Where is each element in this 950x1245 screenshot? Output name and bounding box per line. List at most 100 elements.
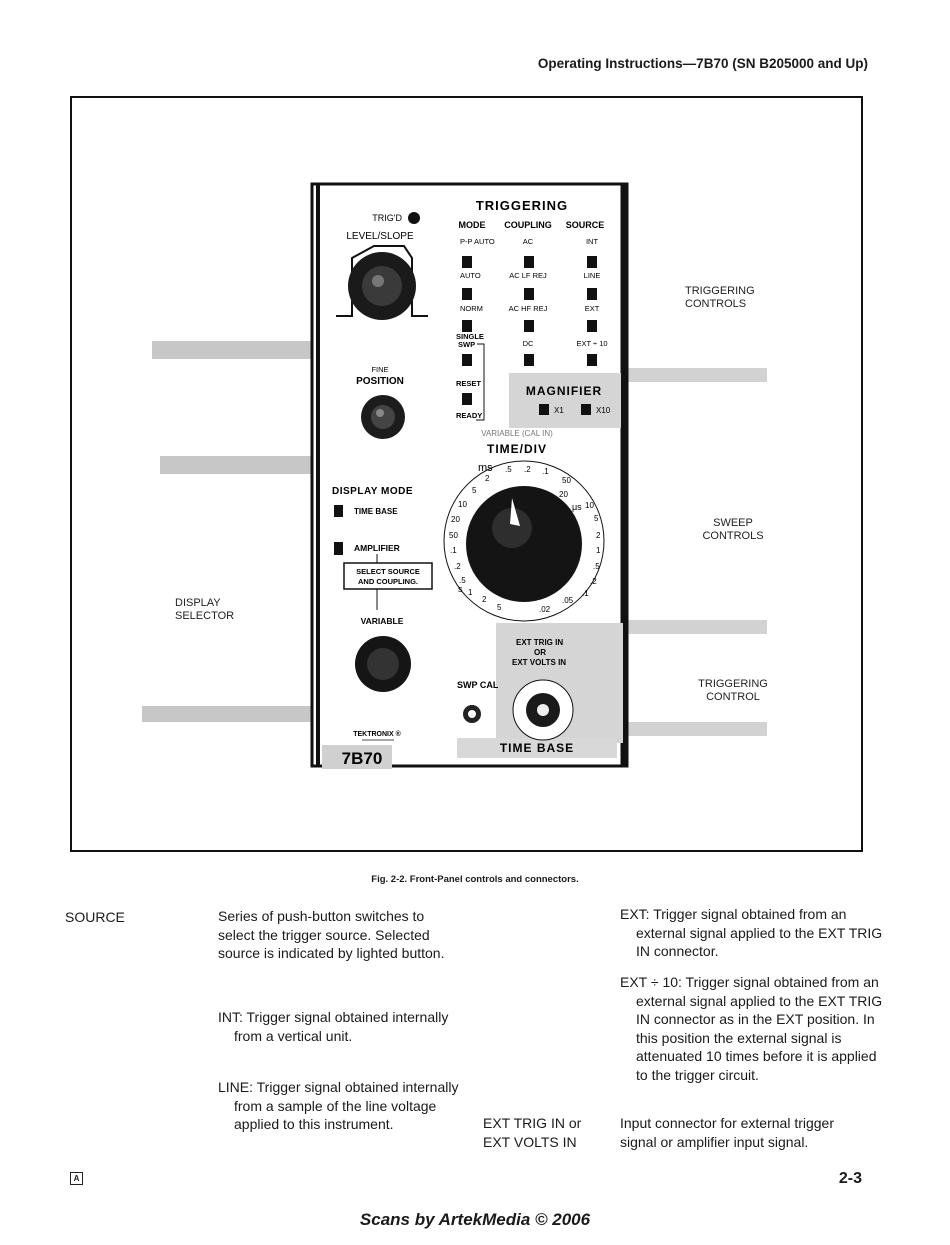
dial-bottom-3: .05 [562, 596, 574, 605]
dial-left-0: 2 [485, 474, 490, 483]
ac-label: AC [523, 237, 534, 246]
callout-triggering-controls-1: TRIGGERING [685, 285, 755, 297]
source-description: Series of push-button switches to select… [218, 908, 445, 961]
dial-top-2: .1 [542, 467, 549, 476]
auto-label: AUTO [460, 271, 481, 280]
ext-label: EXT [585, 304, 600, 313]
x1-label: X1 [554, 406, 564, 415]
dial-right-1: 20 [559, 490, 568, 499]
dial-bottom-1: 5 [497, 603, 502, 612]
time-div-scale [443, 460, 605, 622]
page-number: 2-3 [838, 1170, 862, 1187]
dial-left-4: 50 [449, 531, 458, 540]
mode-label: MODE [459, 220, 486, 230]
dial-left-8: 1 [468, 588, 473, 597]
time-div-label: TIME/DIV [487, 442, 547, 456]
callout-display-1: DISPLAY [175, 597, 221, 609]
ac-hf-rej-label: AC HF REJ [509, 304, 548, 313]
swp-cal-label: SWP CAL [457, 680, 499, 690]
line-button[interactable] [587, 288, 597, 300]
front-panel-illustration: TRIGGERING TRIG'D LEVEL/SLOPE MODE COUPL… [142, 182, 768, 769]
ext-button[interactable] [587, 320, 597, 332]
callout-display-2: SELECTOR [175, 610, 234, 622]
or-label: OR [534, 648, 546, 657]
ac-lf-rej-button[interactable] [524, 288, 534, 300]
x10-button[interactable] [581, 404, 591, 415]
ext-trig-term: EXT TRIG IN or EXT VOLTS IN [483, 1114, 581, 1151]
page-header: Operating Instructions—7B70 (SN B205000 … [537, 56, 868, 71]
time-base-label: TIME BASE [500, 741, 574, 755]
single-swp-button[interactable] [462, 354, 472, 366]
int-description: INT: Trigger signal obtained internally … [218, 1009, 449, 1044]
scan-credit: Scans by ArtekMedia © 2006 [359, 1210, 591, 1229]
ext-trig-description: Input connector for external trigger sig… [620, 1115, 835, 1150]
triggering-title: TRIGGERING [476, 198, 568, 213]
callout-trig-control-2: CONTROL [706, 691, 760, 703]
source-term: SOURCE [65, 909, 125, 925]
leader-band [612, 368, 767, 382]
coupling-label: COUPLING [504, 220, 552, 230]
swp-label: SWP [458, 340, 475, 349]
magnifier-panel [509, 373, 621, 428]
x1-button[interactable] [539, 404, 549, 415]
ready-label: READY [456, 411, 482, 420]
ms-label: ms [478, 462, 493, 474]
ext10-label: EXT ÷ 10 [576, 339, 607, 348]
display-mode-label: DISPLAY MODE [332, 486, 413, 497]
callout-trig-control-1: TRIGGERING [698, 678, 768, 690]
single-label: SINGLE [456, 332, 484, 341]
ac-hf-rej-button[interactable] [524, 320, 534, 332]
s-label: s [458, 584, 463, 594]
dial-right-5: 1 [596, 546, 601, 555]
dial-left-6: .2 [454, 562, 461, 571]
us-label: μs [572, 502, 582, 512]
corner-mark: A [70, 1172, 83, 1185]
dial-right-3: 5 [594, 514, 599, 523]
ac-button[interactable] [524, 256, 534, 268]
line-description: LINE: Trigger signal obtained internally… [218, 1079, 459, 1132]
norm-button[interactable] [462, 320, 472, 332]
reset-button[interactable] [462, 393, 472, 405]
dial-left-5: .1 [450, 546, 457, 555]
position-label: POSITION [356, 376, 404, 387]
dial-scale-labels: 2 5 10 20 50 .1 .2 .5 1 .5 .2 .1 50 20 1… [449, 465, 601, 614]
ext-trig-in-label: EXT TRIG IN [516, 638, 563, 647]
select-source-box [343, 562, 433, 590]
dial-bottom-0: 2 [482, 595, 487, 604]
dial-left-2: 10 [458, 500, 467, 509]
ext-description: EXT: Trigger signal obtained from an ext… [620, 906, 883, 959]
select-source-line2: AND COUPLING. [358, 577, 418, 586]
dial-right-6: .5 [593, 562, 600, 571]
dial-bottom-2: .02 [539, 605, 551, 614]
ext-volts-in-label: EXT VOLTS IN [512, 658, 566, 667]
source-label: SOURCE [566, 220, 605, 230]
ext10-button[interactable] [587, 354, 597, 366]
pp-auto-button[interactable] [462, 256, 472, 268]
ext10-description: EXT ÷ 10: Trigger signal obtained from a… [620, 974, 883, 1083]
reset-label: RESET [456, 379, 481, 388]
variable-label: VARIABLE [361, 616, 404, 626]
int-label: INT [586, 237, 599, 246]
callout-sweep-2: CONTROLS [702, 530, 763, 542]
callout-sweep-1: SWEEP [713, 517, 753, 529]
auto-button[interactable] [462, 288, 472, 300]
norm-label: NORM [460, 304, 483, 313]
int-button[interactable] [587, 256, 597, 268]
dial-top-1: .2 [524, 465, 531, 474]
ac-lf-rej-label: AC LF REJ [509, 271, 547, 280]
dc-label: DC [523, 339, 534, 348]
fine-label: FINE [371, 365, 388, 374]
time-base-button[interactable] [334, 505, 343, 517]
dial-left-3: 20 [451, 515, 460, 524]
dial-right-8: .1 [582, 589, 589, 598]
dial-top-0: .5 [505, 465, 512, 474]
brand-label: TEKTRONIX ® [353, 730, 401, 738]
dc-button[interactable] [524, 354, 534, 366]
pp-auto-label: P-P AUTO [460, 237, 495, 246]
model-label: 7B70 [342, 749, 383, 768]
trigd-label: TRIG'D [372, 213, 402, 223]
callout-triggering-controls-2: CONTROLS [685, 298, 746, 310]
amplifier-button[interactable] [334, 542, 343, 555]
amplifier-label: AMPLIFIER [354, 543, 400, 553]
dial-right-7: .2 [590, 577, 597, 586]
